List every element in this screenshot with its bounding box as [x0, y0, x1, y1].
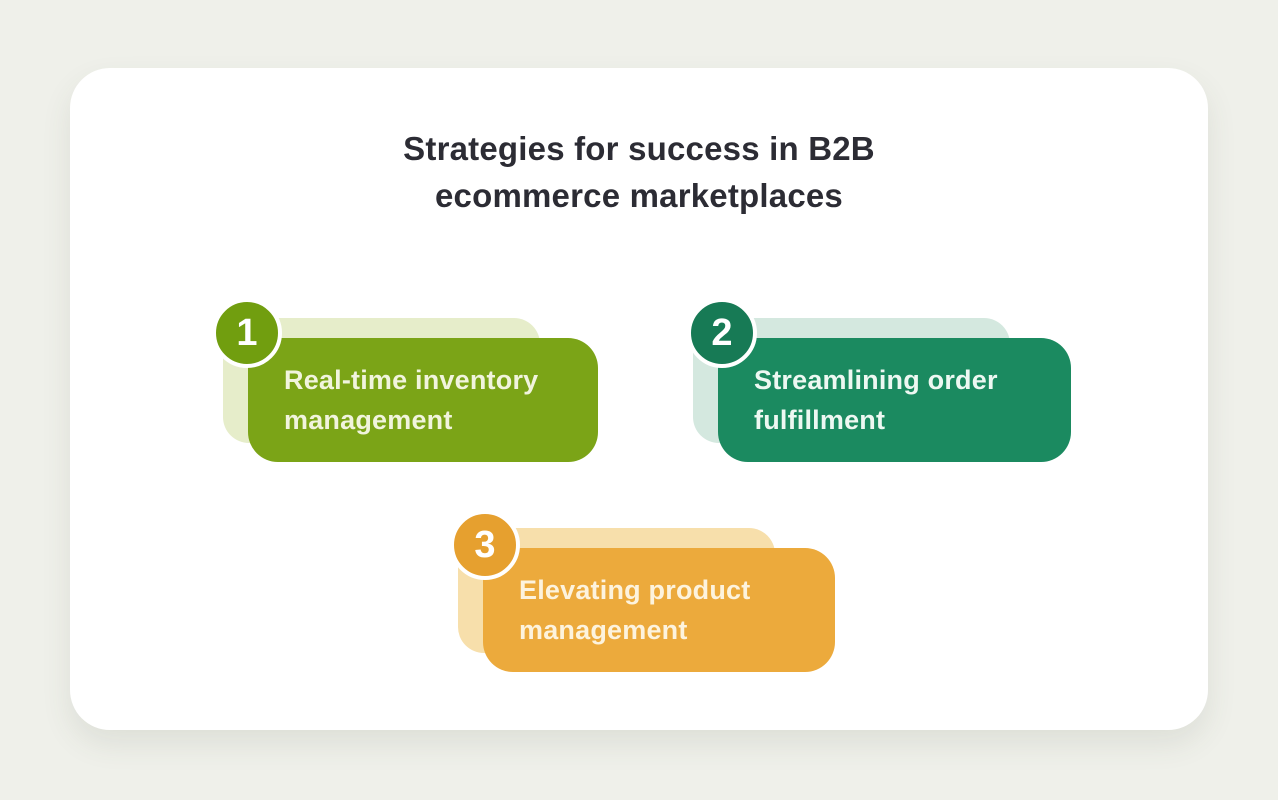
card-1-label-line-1: Real-time inventory: [284, 365, 539, 395]
card-3-number-badge: 3: [450, 510, 520, 580]
card-2-label-line-1: Streamlining order: [754, 365, 998, 395]
strategy-card-3: Elevating product management 3: [450, 510, 835, 672]
strategy-card-1: Real-time inventory management 1: [212, 298, 598, 462]
card-1-number-badge: 1: [212, 298, 282, 368]
page-title-line-1: Strategies for success in B2B: [403, 130, 875, 167]
card-3-body: Elevating product management: [483, 548, 835, 672]
page-title-line-2: ecommerce marketplaces: [435, 177, 843, 214]
strategy-card-2: Streamlining order fulfillment 2: [687, 298, 1071, 462]
card-1-label-line-2: management: [284, 405, 453, 435]
card-3-label-line-1: Elevating product: [519, 575, 751, 605]
page-title: Strategies for success in B2B ecommerce …: [70, 125, 1208, 219]
card-2-label-line-2: fulfillment: [754, 405, 886, 435]
card-3-label-line-2: management: [519, 615, 688, 645]
infographic-panel: Strategies for success in B2B ecommerce …: [70, 68, 1208, 730]
card-1-body: Real-time inventory management: [248, 338, 598, 462]
card-2-number-badge: 2: [687, 298, 757, 368]
card-2-body: Streamlining order fulfillment: [718, 338, 1071, 462]
